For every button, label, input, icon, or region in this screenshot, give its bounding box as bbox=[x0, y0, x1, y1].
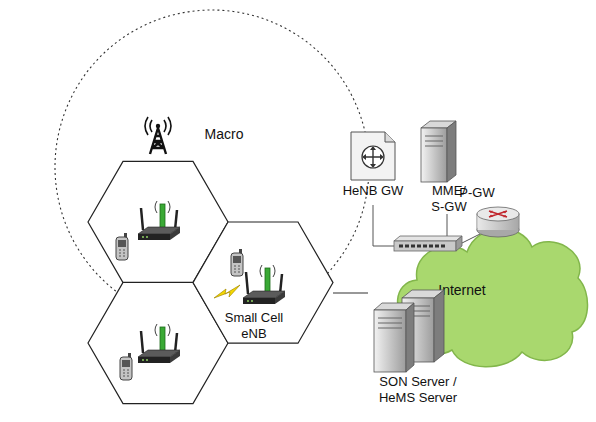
node-label: P-GW bbox=[450, 185, 504, 201]
server-front bbox=[421, 128, 447, 182]
radio-waves bbox=[145, 117, 171, 135]
server-slots bbox=[425, 136, 443, 146]
server-front bbox=[374, 310, 406, 372]
tower-top bbox=[156, 124, 160, 128]
tower-lattice bbox=[150, 128, 166, 154]
node-label: Internet bbox=[426, 282, 498, 299]
gateway-fold bbox=[385, 132, 395, 142]
mobile-phone bbox=[116, 233, 128, 260]
cell-hexagon: Small Cell eNB bbox=[193, 222, 333, 343]
mobile-phone bbox=[120, 353, 132, 380]
router-arrows bbox=[489, 211, 507, 217]
macro-tower bbox=[145, 117, 171, 154]
node-label: Macro bbox=[192, 126, 256, 143]
internet-cloud bbox=[398, 229, 588, 367]
small-cell-router bbox=[138, 201, 180, 240]
switch-top bbox=[394, 236, 462, 241]
router-arrows bbox=[489, 211, 507, 217]
node-outline bbox=[392, 212, 592, 372]
gateway-symbol bbox=[362, 146, 384, 168]
gateway-body bbox=[351, 132, 395, 180]
network-cloud: Internet bbox=[392, 212, 592, 372]
node-outline bbox=[193, 222, 333, 343]
equipment-node: SON Server / HeMS Server bbox=[368, 288, 468, 416]
node-label: HeNB GW bbox=[335, 183, 411, 199]
backhaul-link bbox=[333, 292, 368, 293]
router-body bbox=[477, 214, 519, 230]
server-side bbox=[447, 121, 456, 182]
equipment-node: MME/ S-GW bbox=[418, 118, 478, 218]
server-top bbox=[421, 121, 456, 128]
node-label: SON Server / HeMS Server bbox=[368, 374, 468, 405]
gateway-icon bbox=[351, 132, 395, 180]
equipment-node: P-GW bbox=[450, 182, 522, 238]
server-icon bbox=[421, 121, 456, 182]
equipment-node: HeNB GW bbox=[335, 128, 411, 203]
router-top bbox=[477, 207, 519, 221]
cell-hexagon bbox=[193, 222, 333, 343]
gateway-arrows bbox=[362, 146, 384, 168]
router-body bbox=[478, 214, 519, 230]
node-label: Small Cell eNB bbox=[215, 310, 293, 341]
small-cell-router bbox=[138, 324, 180, 363]
server-slots bbox=[378, 318, 402, 328]
